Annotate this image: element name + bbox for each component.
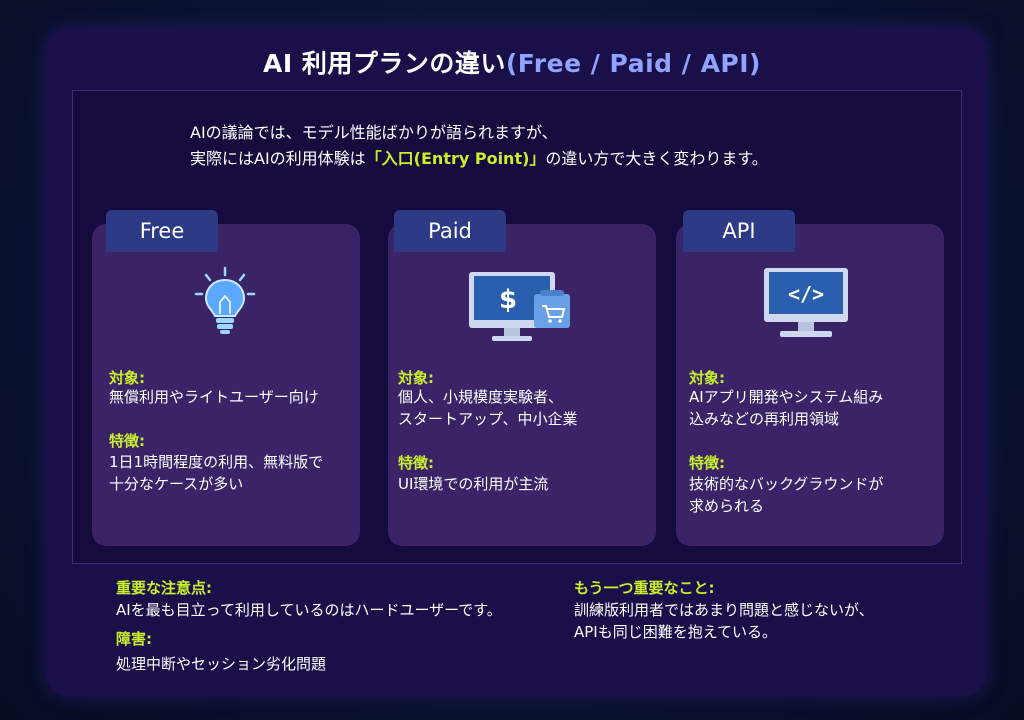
another-note-line-1: 訓練版利用者ではあまり問題と感じないが、 [574,601,874,619]
plan-tab-api: API [683,210,795,252]
intro-line-2-pre: 実際にはAIの利用体験は [190,149,366,168]
another-note-text: 訓練版利用者ではあまり問題と感じないが、 APIも同じ困難を抱えている。 [574,599,874,643]
lightbulb-icon [190,266,260,342]
obstacle-text: 処理中断やセッション劣化問題 [116,655,327,673]
paid-feature-label: 特徴: [398,454,434,472]
api-feature-label: 特徴: [689,454,725,472]
svg-text:</>: </> [788,282,824,306]
title-accent: (Free / Paid / API) [505,49,761,78]
free-target-line-1: 無償利用やライトユーザー向け [109,388,319,406]
free-feature-line-1: 1日1時間程度の利用、無料版で [109,453,324,471]
api-target-line-2: 込みなどの再利用領域 [689,410,840,428]
intro-line-2-post: の違い方で大きく変わります。 [545,149,768,168]
api-target-label: 対象: [689,369,725,387]
plan-card-free [92,224,360,546]
paid-target-label: 対象: [398,369,434,387]
monitor-code-icon: </> [760,266,852,346]
paid-target-text: 個人、小規模度実験者、 スタートアップ、中小企業 [398,386,578,430]
api-target-text: AIアプリ開発やシステム組み 込みなどの再利用領域 [689,386,883,430]
important-note-label: 重要な注意点: [116,579,212,597]
paid-target-line-1: 個人、小規模度実験者、 [398,388,564,406]
monitor-dollar-cart-icon: $ [466,270,574,348]
intro-line-1: AIの議論では、モデル性能ばかりが語られますが、 [190,123,558,142]
title-main: AI 利用プランの違い [263,49,506,78]
paid-feature-text: UI環境での利用が主流 [398,473,548,495]
another-note-line-2: APIも同じ困難を抱えている。 [574,623,777,641]
api-feature-text: 技術的なバックグラウンドが 求められる [689,473,883,517]
another-note-label: もう一つ重要なこと: [574,579,715,597]
api-feature-line-1: 技術的なバックグラウンドが [689,475,884,493]
free-feature-line-2: 十分なケースが多い [109,475,244,493]
free-feature-label: 特徴: [109,432,145,450]
intro-text: AIの議論では、モデル性能ばかりが語られますが、 実際にはAIの利用体験は「入口… [190,120,768,172]
important-note-text: AIを最も目立って利用しているのはハードユーザーです。 [116,601,502,619]
free-target-text: 無償利用やライトユーザー向け [109,386,319,408]
plan-tab-free: Free [106,210,218,252]
plan-tab-paid: Paid [394,210,506,252]
intro-highlight: 「入口(Entry Point)」 [365,149,546,168]
paid-feature-line-1: UI環境での利用が主流 [398,475,549,493]
api-target-line-1: AIアプリ開発やシステム組み [689,388,884,406]
api-feature-line-2: 求められる [689,497,765,515]
page-title: AI 利用プランの違い(Free / Paid / API) [0,44,1024,80]
intro-line-2: 実際にはAIの利用体験は「入口(Entry Point)」の違い方で大きく変わり… [190,146,768,172]
free-feature-text: 1日1時間程度の利用、無料版で 十分なケースが多い [109,451,323,495]
svg-text:$: $ [499,285,517,315]
paid-target-line-2: スタートアップ、中小企業 [398,410,578,428]
obstacle-label: 障害: [116,630,152,648]
free-target-label: 対象: [109,369,145,387]
